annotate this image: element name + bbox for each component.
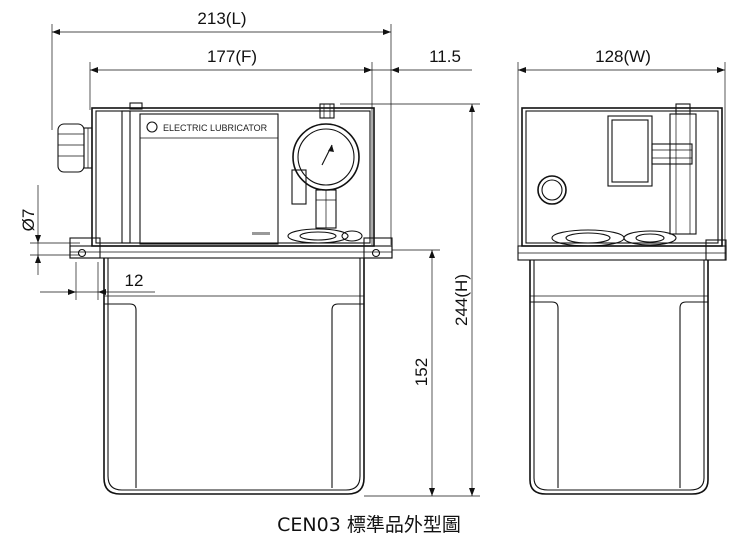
side-base-plate: [517, 239, 727, 261]
dimension-length: 213(L): [51, 9, 392, 245]
mounting-hole-right: [371, 248, 381, 258]
switch-icon: [537, 175, 567, 205]
electric-housing: ELECTRIC LUBRICATOR: [91, 102, 375, 247]
dimension-hole: Ø7: [19, 185, 80, 275]
cable-gland: [57, 123, 93, 173]
oil-tank: [103, 258, 365, 495]
tank-height-label: 152: [412, 358, 431, 386]
length-label: 213(L): [197, 9, 246, 28]
offset-label: 11.5: [429, 47, 461, 66]
width-label: 128(W): [595, 47, 651, 66]
front-label: 177(F): [207, 47, 257, 66]
dimension-offset: 11.5: [364, 47, 472, 73]
hole-label: Ø7: [19, 209, 38, 232]
dimension-height: 244(H): [340, 103, 480, 497]
dimension-mount: 12: [40, 262, 155, 300]
height-label: 244(H): [452, 274, 471, 326]
brand-logo-icon: [146, 121, 158, 133]
side-oil-tank: [529, 260, 709, 495]
pressure-gauge: [291, 103, 360, 229]
dimension-width: 128(W): [517, 47, 726, 260]
mounting-hole-left: [77, 248, 87, 258]
dimension-tank-height: 152: [392, 249, 440, 496]
dimension-front: 177(F): [89, 47, 373, 245]
base-plate: [69, 237, 393, 259]
pump-fitting: [287, 228, 363, 244]
side-view: 128(W): [517, 47, 727, 495]
mount-label: 12: [125, 271, 144, 290]
device-label: ELECTRIC LUBRICATOR: [163, 123, 268, 133]
figure-caption: CEN03 標準品外型圖: [277, 514, 461, 536]
front-view: 213(L) 177(F) 11.5 Ø7: [19, 9, 480, 497]
side-housing: [521, 103, 723, 247]
